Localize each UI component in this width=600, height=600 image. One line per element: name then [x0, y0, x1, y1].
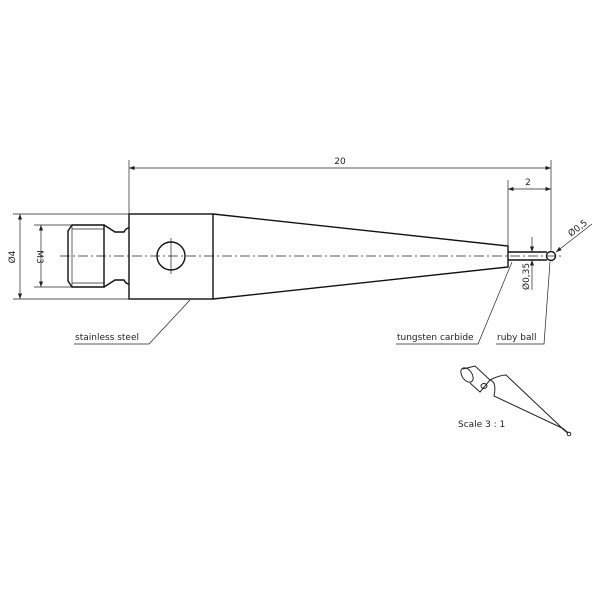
label-ruby-ball: ruby ball	[496, 261, 551, 345]
label-tungsten-carbide: tungsten carbide	[396, 261, 513, 345]
scale-label: Scale 3 : 1	[458, 420, 505, 430]
svg-text:Ø0,5: Ø0,5	[566, 218, 590, 240]
label-stainless-steel: stainless steel	[74, 299, 191, 345]
svg-text:tungsten carbide: tungsten carbide	[397, 333, 474, 343]
dimension-overall-length: 20	[128, 157, 552, 250]
dimension-body-diameter: Ø4	[7, 213, 129, 300]
svg-text:Ø0,35: Ø0,35	[521, 263, 532, 290]
svg-text:20: 20	[334, 157, 346, 167]
tapered-shaft	[212, 213, 509, 300]
dimension-shaft-diameter: Ø0,35	[521, 237, 535, 290]
svg-text:2: 2	[525, 178, 531, 188]
isometric-view	[460, 365, 572, 437]
body	[128, 213, 214, 300]
svg-text:M3: M3	[34, 250, 44, 264]
svg-text:stainless steel: stainless steel	[75, 333, 139, 343]
dimension-thread: M3	[34, 224, 72, 288]
dimension-ball-diameter: Ø0,5	[555, 218, 593, 253]
svg-text:Ø4: Ø4	[7, 250, 18, 263]
ruby-ball	[545, 250, 557, 262]
dimension-tip-length: 2	[507, 178, 551, 246]
svg-text:ruby ball: ruby ball	[497, 333, 537, 343]
carbide-stem	[508, 251, 547, 261]
